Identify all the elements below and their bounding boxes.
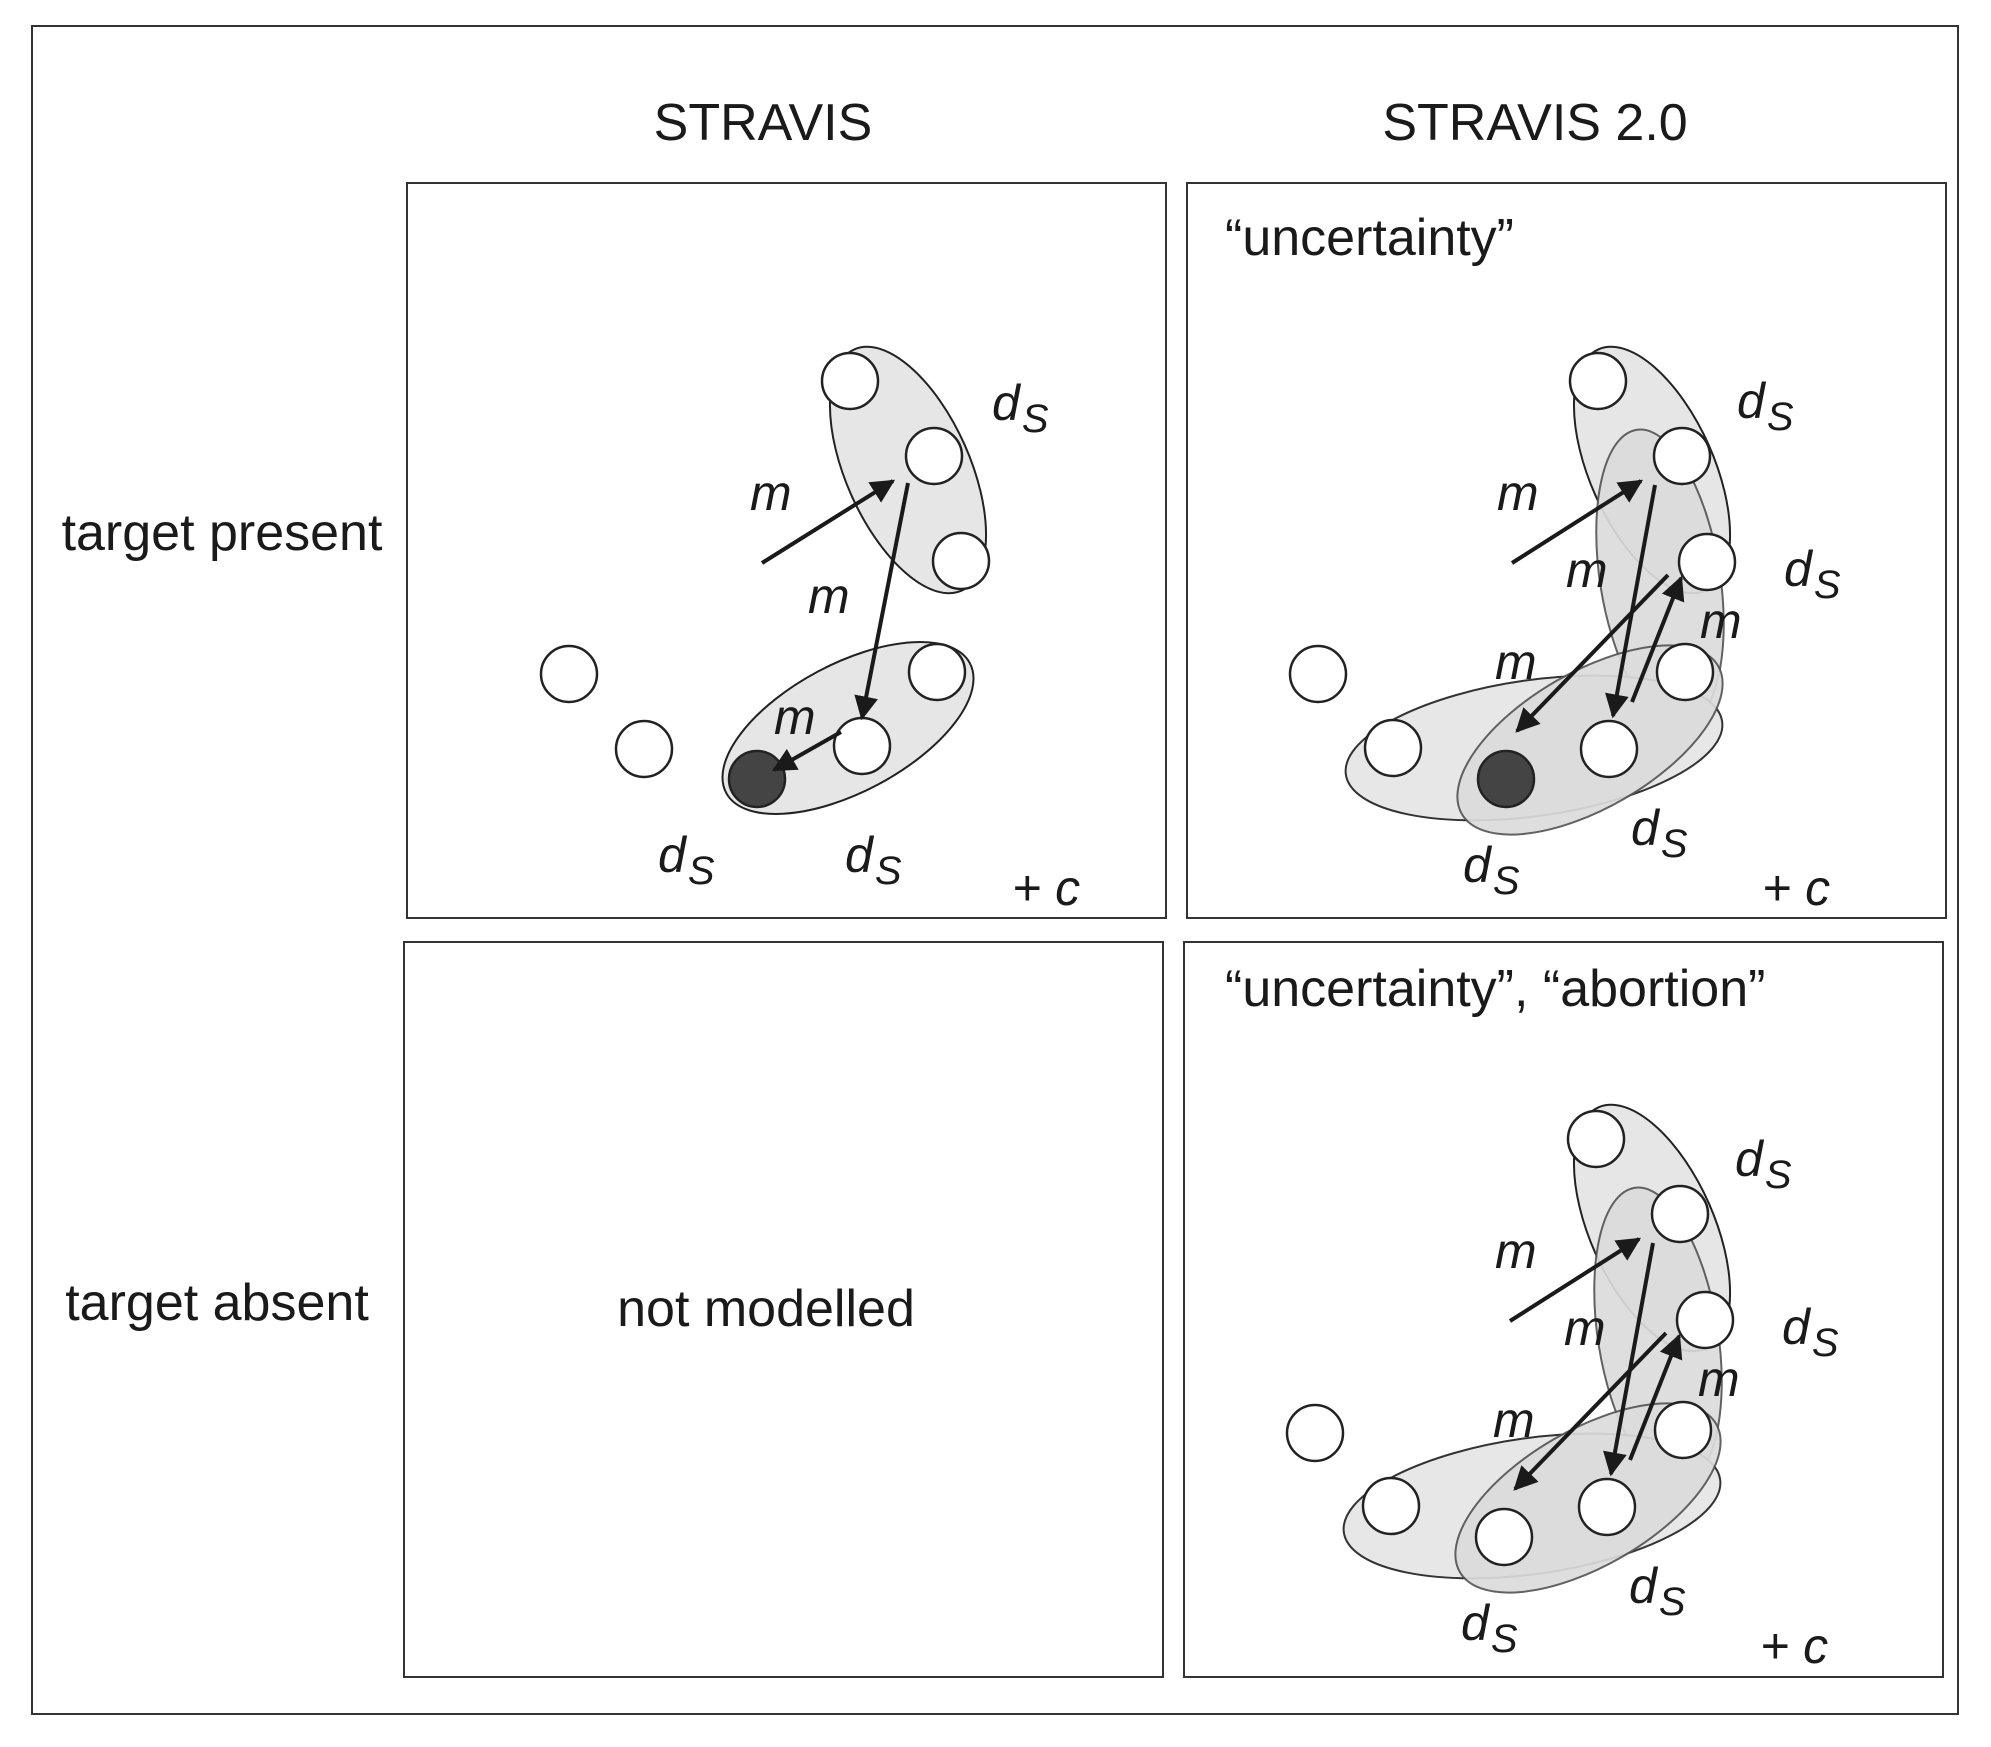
panel-annotation-uncertainty: “uncertainty”: [1225, 209, 1514, 267]
move-label: m: [1495, 1223, 1537, 1279]
saccade-arrow: [1508, 1237, 1642, 1323]
search-item: [1361, 1476, 1421, 1536]
move-label: m: [808, 568, 850, 624]
search-item: [1675, 1290, 1735, 1350]
saccade-arrow: [1603, 1242, 1655, 1477]
search-path-stravis-present: m m m dS dS dS + c: [539, 345, 1080, 916]
dwell-label: dS: [1737, 373, 1794, 439]
search-item: [1568, 351, 1628, 411]
constant-label: + c: [1762, 860, 1830, 916]
saccade-arrow: [1628, 1333, 1683, 1461]
search-item: [1285, 1403, 1345, 1463]
search-item: [1474, 1507, 1534, 1567]
move-label: m: [1493, 1392, 1535, 1448]
search-item: [1579, 719, 1639, 779]
move-label: m: [1495, 634, 1537, 690]
fixation-group: [828, 345, 988, 595]
panel-present-stravis: [406, 182, 1167, 919]
dwell-label: dS: [992, 375, 1049, 441]
dwell-label: dS: [1735, 1131, 1792, 1197]
search-item: [1288, 644, 1348, 704]
panel-annotation-uncertainty-abortion: “uncertainty”, “abortion”: [1225, 960, 1765, 1018]
move-label: m: [1698, 1351, 1740, 1407]
dwell-label: dS: [1629, 1558, 1686, 1624]
move-label: m: [1564, 1300, 1606, 1356]
saccade-arrow: [1513, 1331, 1668, 1491]
move-label: m: [1497, 465, 1539, 521]
saccade-arrow: [1630, 575, 1685, 703]
search-path-stravis-2-absent: “uncertainty”, “abortion” m m m m dS dS …: [1225, 960, 1839, 1674]
search-item: [1677, 532, 1737, 592]
saccade-arrow: [854, 482, 910, 721]
search-item: [820, 351, 880, 411]
not-modelled-label: not modelled: [617, 1280, 915, 1338]
dwell-label: dS: [658, 827, 715, 893]
dwell-label: dS: [1782, 1299, 1839, 1365]
constant-label: + c: [1012, 860, 1080, 916]
column-header-stravis: STRAVIS: [654, 94, 873, 152]
saccade-arrow: [1510, 479, 1644, 565]
outer-frame: [31, 25, 1959, 1715]
move-label: m: [750, 465, 792, 521]
search-item: [907, 642, 967, 702]
search-item: [1652, 426, 1712, 486]
panel-absent-stravis: [403, 941, 1164, 1678]
saccade-arrow: [760, 479, 896, 565]
search-item: [904, 426, 964, 486]
target-item: [1476, 749, 1536, 809]
search-item: [539, 644, 599, 704]
search-item: [1655, 642, 1715, 702]
search-item: [832, 716, 892, 776]
panel-present-stravis-2: [1186, 182, 1947, 919]
dwell-label: dS: [1463, 837, 1520, 903]
target-item: [727, 749, 787, 809]
search-item: [1650, 1184, 1710, 1244]
constant-label: + c: [1760, 1618, 1828, 1674]
saccade-arrow: [1515, 573, 1670, 733]
row-label-target-absent: target absent: [65, 1274, 369, 1332]
search-item: [1653, 1400, 1713, 1460]
search-item: [931, 531, 991, 591]
search-item: [1566, 1109, 1626, 1169]
saccade-arrow: [771, 730, 842, 772]
search-item: [1577, 1477, 1637, 1537]
search-item: [1363, 718, 1423, 778]
dwell-label: dS: [1461, 1595, 1518, 1661]
dwell-label: dS: [1784, 541, 1841, 607]
search-path-stravis-2-present: “uncertainty” m m m m dS dS dS dS + c: [1225, 209, 1841, 916]
saccade-arrow: [1605, 484, 1657, 719]
panel-absent-stravis-2: [1183, 941, 1944, 1678]
column-header-stravis-2: STRAVIS 2.0: [1382, 94, 1687, 152]
dwell-label: dS: [1631, 800, 1688, 866]
move-label: m: [1566, 542, 1608, 598]
row-label-target-present: target present: [62, 504, 383, 562]
move-label: m: [1700, 593, 1742, 649]
move-label: m: [774, 689, 816, 745]
dwell-label: dS: [845, 827, 902, 893]
search-item: [614, 719, 674, 779]
